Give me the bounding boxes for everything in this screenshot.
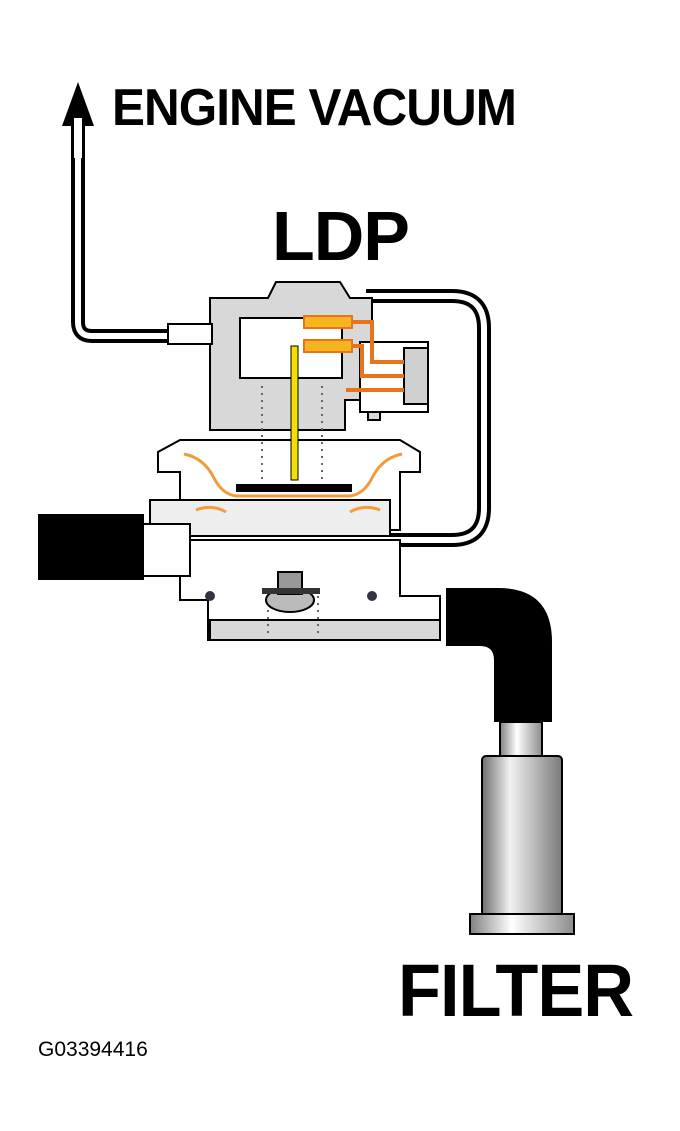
- engine-vacuum-line: [62, 82, 178, 343]
- ldp-label: LDP: [272, 197, 410, 275]
- filter-label: FILTER: [398, 949, 634, 1032]
- springs: [261, 386, 323, 636]
- filter-neck: [499, 721, 543, 759]
- filter-body: [481, 755, 563, 917]
- filter-elbow-hose: [446, 588, 552, 722]
- solenoid-wires: [346, 320, 404, 392]
- diaphragm-plate: [236, 484, 352, 492]
- filter-base: [469, 913, 575, 935]
- bypass-hose: [366, 289, 491, 547]
- check-valve: [262, 571, 320, 613]
- o-ring-right: [367, 591, 377, 601]
- figure-id: G03394416: [38, 1038, 148, 1061]
- solenoid-coils: [303, 315, 353, 353]
- o-ring-left: [205, 591, 215, 601]
- plunger-rod: [290, 345, 299, 481]
- up-arrow-icon: [62, 82, 94, 126]
- engine-vacuum-label: ENGINE VACUUM: [112, 79, 517, 137]
- diaphragm: [183, 452, 403, 514]
- inlet-hose: [38, 514, 144, 580]
